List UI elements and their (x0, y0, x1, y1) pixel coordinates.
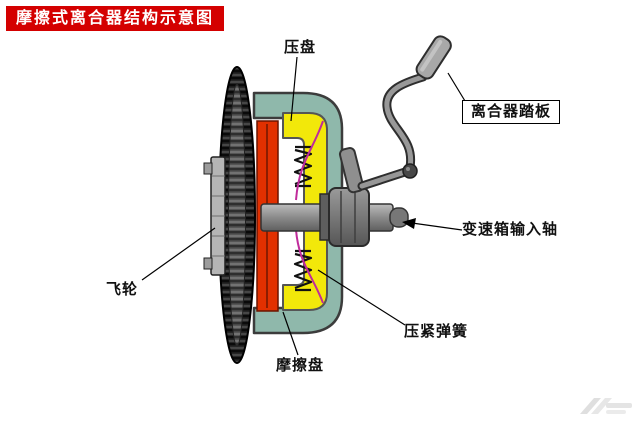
release-bearing-detail-lines (340, 191, 356, 243)
flywheel-tab-lower (203, 257, 213, 270)
flywheel-hub-detail-lines (212, 175, 225, 257)
label-friction-disc: 摩擦盘 (276, 357, 325, 374)
label-pressure-plate: 压盘 (284, 39, 317, 56)
page-title: 摩擦式离合器结构示意图 (6, 6, 225, 31)
callout-line-friction-disc (282, 311, 299, 356)
release-bearing-collar (319, 193, 330, 241)
pivot-joint-graphic (402, 163, 418, 179)
callout-line-clutch-pedal (447, 72, 466, 102)
callout-line-flywheel (141, 227, 216, 281)
label-compression-spring: 压紧弹簧 (404, 323, 469, 340)
fork-link-graphic (359, 168, 411, 189)
callout-arrowhead-input-shaft (402, 218, 416, 229)
watermark-logo (580, 398, 632, 414)
callout-line-input-shaft (411, 222, 463, 231)
callout-line-pressure-plate (290, 56, 298, 122)
flywheel-inner-band (228, 83, 246, 347)
label-flywheel: 飞轮 (106, 281, 139, 298)
clutch-pedal-graphic (415, 35, 452, 80)
flywheel-tab-upper (203, 162, 213, 175)
pedal-rod-graphic (384, 74, 426, 170)
release-bearing-graphic (328, 187, 370, 247)
spring-lower-graphic (293, 249, 313, 292)
pivot-joint-highlight (406, 167, 410, 171)
release-lever-upper-line (295, 120, 324, 201)
callout-line-compression-spring (317, 269, 406, 326)
label-input-shaft: 变速箱输入轴 (462, 221, 559, 238)
input-shaft-tip (389, 207, 409, 228)
release-fork-graphic (338, 147, 365, 194)
release-lever-lower-line (295, 229, 324, 304)
label-clutch-pedal: 离合器踏板 (462, 100, 561, 124)
